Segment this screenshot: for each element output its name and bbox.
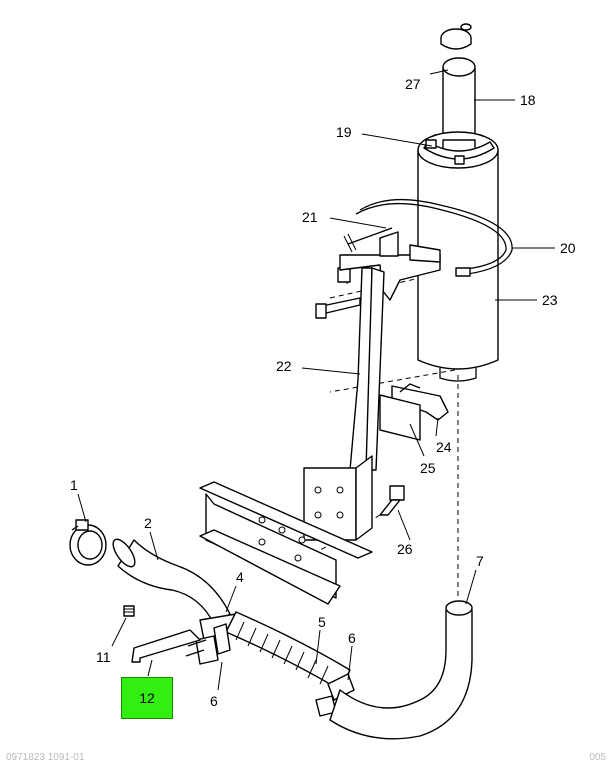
leader-lines <box>77 69 555 691</box>
tube-clamp-part[interactable] <box>213 623 355 717</box>
callout-21: 21 <box>302 209 318 225</box>
callout-labels: 27 18 19 21 20 23 22 24 25 26 1 2 4 7 5 … <box>70 76 576 709</box>
callout-1: 1 <box>70 477 78 493</box>
bracket-bolt-part[interactable] <box>315 297 361 319</box>
bolt-part[interactable] <box>379 485 405 516</box>
footer-left-code: 0971823 1091-01 <box>6 752 85 761</box>
callout-19: 19 <box>336 124 352 140</box>
spacer-plate-part[interactable] <box>379 394 421 441</box>
stack-pipe-part[interactable] <box>442 57 476 151</box>
callout-4: 4 <box>236 569 244 585</box>
footer-right-code: 005 <box>589 752 606 761</box>
callout-11: 11 <box>96 649 111 665</box>
callout-12-highlight[interactable]: 12 <box>121 677 173 719</box>
callout-6a: 6 <box>210 693 218 709</box>
callout-2: 2 <box>144 515 152 531</box>
rain-cap-part[interactable] <box>440 23 472 50</box>
callout-25: 25 <box>420 460 436 476</box>
callout-6b: 6 <box>348 630 356 646</box>
flexible-tube-part[interactable] <box>225 611 351 691</box>
callout-23: 23 <box>542 292 558 308</box>
flex-pipe-part[interactable] <box>109 536 231 625</box>
hanger-rod-part[interactable] <box>131 629 201 663</box>
footer-reference: 0971823 1091-01 005 <box>6 752 606 761</box>
callout-24: 24 <box>436 439 452 455</box>
fitting-part[interactable] <box>123 605 135 617</box>
top-clamp-part[interactable] <box>423 139 495 165</box>
strap-band-part[interactable] <box>355 198 513 277</box>
callout-22: 22 <box>276 358 292 374</box>
frame-rail <box>199 481 373 605</box>
callout-5: 5 <box>318 614 326 630</box>
elbow-pipe-part[interactable] <box>329 600 473 740</box>
callout-26: 26 <box>397 541 413 557</box>
callout-20: 20 <box>560 240 576 256</box>
clamp-ring-part[interactable] <box>69 519 107 566</box>
support-bracket-part[interactable] <box>303 231 441 541</box>
callout-7: 7 <box>476 553 484 569</box>
callout-27: 27 <box>405 76 421 92</box>
callout-18: 18 <box>520 92 536 108</box>
